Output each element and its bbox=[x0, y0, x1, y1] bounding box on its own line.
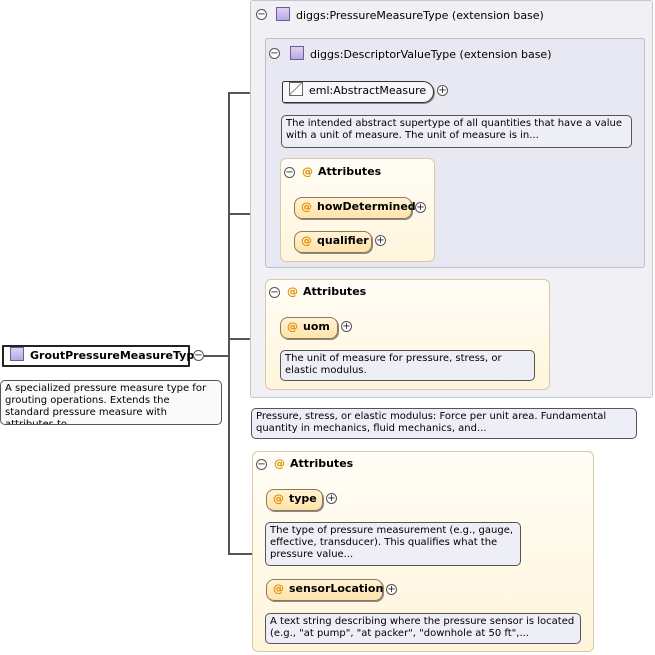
attribute-icon: @ bbox=[302, 165, 313, 178]
descriptor-header: diggs:DescriptorValueType (extension bas… bbox=[290, 46, 551, 62]
attribute-icon: @ bbox=[287, 320, 298, 333]
attribute-icon: @ bbox=[301, 200, 312, 213]
base-attributes-label: Attributes bbox=[303, 285, 367, 298]
attr-sensorLocation[interactable]: @ sensorLocation bbox=[266, 579, 383, 601]
attr-uom[interactable]: @ uom bbox=[280, 317, 338, 339]
descriptor-attributes-toggle[interactable]: − bbox=[284, 167, 295, 178]
attribute-icon: @ bbox=[273, 492, 284, 505]
base-attributes-toggle[interactable]: − bbox=[269, 287, 280, 298]
connector-vertical bbox=[228, 92, 230, 554]
attr-uom-expand[interactable]: + bbox=[341, 321, 352, 332]
base-title: diggs:PressureMeasureType (extension bas… bbox=[296, 9, 544, 22]
attribute-icon: @ bbox=[287, 285, 298, 298]
attribute-icon: @ bbox=[273, 582, 284, 595]
attr-type[interactable]: @ type bbox=[266, 489, 323, 511]
descriptor-attributes-label: Attributes bbox=[318, 165, 382, 178]
base-type-doc: Pressure, stress, or elastic modulus: Fo… bbox=[251, 408, 637, 439]
complex-type-icon bbox=[290, 46, 304, 60]
descriptor-collapse-toggle[interactable]: − bbox=[269, 48, 280, 59]
attr-sensorLocation-label: sensorLocation bbox=[289, 582, 384, 595]
descriptor-title: diggs:DescriptorValueType (extension bas… bbox=[310, 48, 552, 61]
attr-sensorLocation-doc: A text string describing where the press… bbox=[265, 613, 581, 644]
root-type-doc: A specialized pressure measure type for … bbox=[0, 380, 222, 425]
descriptor-attributes-header: @ Attributes bbox=[302, 165, 381, 179]
attr-howDetermined-expand[interactable]: + bbox=[415, 202, 426, 213]
abstract-measure-expand[interactable]: + bbox=[437, 85, 448, 96]
own-attributes-toggle[interactable]: − bbox=[256, 459, 267, 470]
root-type-node[interactable]: GroutPressureMeasureType bbox=[2, 345, 202, 367]
abstract-measure-doc: The intended abstract supertype of all q… bbox=[281, 115, 632, 148]
attr-howDetermined[interactable]: @ howDetermined bbox=[294, 197, 416, 219]
attribute-icon: @ bbox=[274, 457, 285, 470]
attr-howDetermined-label: howDetermined bbox=[317, 200, 416, 213]
abstract-element-icon bbox=[289, 82, 303, 96]
root-type-label: GroutPressureMeasureType bbox=[30, 349, 202, 362]
base-attributes-header: @ Attributes bbox=[287, 285, 366, 299]
attr-sensorLocation-expand[interactable]: + bbox=[386, 584, 397, 595]
attr-qualifier-label: qualifier bbox=[317, 234, 369, 247]
own-attributes-header: @ Attributes bbox=[274, 457, 353, 471]
base-collapse-toggle[interactable]: − bbox=[256, 9, 267, 20]
attr-type-expand[interactable]: + bbox=[326, 493, 337, 504]
attr-uom-label: uom bbox=[303, 320, 330, 333]
complex-type-icon bbox=[10, 347, 24, 361]
root-collapse-toggle[interactable]: − bbox=[193, 350, 204, 361]
attr-qualifier-expand[interactable]: + bbox=[375, 235, 386, 246]
base-header: diggs:PressureMeasureType (extension bas… bbox=[276, 7, 544, 23]
connector-root-stub bbox=[204, 355, 228, 357]
attr-qualifier[interactable]: @ qualifier bbox=[294, 231, 372, 253]
abstract-measure-label: eml:AbstractMeasure bbox=[309, 84, 427, 97]
connector-own-attributes bbox=[228, 553, 252, 555]
attribute-icon: @ bbox=[301, 234, 312, 247]
abstract-measure-node[interactable]: eml:AbstractMeasure bbox=[282, 81, 434, 103]
complex-type-icon bbox=[276, 7, 290, 21]
own-attributes-label: Attributes bbox=[290, 457, 354, 470]
attr-type-doc: The type of pressure measurement (e.g., … bbox=[265, 522, 521, 566]
attr-type-label: type bbox=[289, 492, 317, 505]
attr-uom-doc: The unit of measure for pressure, stress… bbox=[280, 350, 535, 381]
